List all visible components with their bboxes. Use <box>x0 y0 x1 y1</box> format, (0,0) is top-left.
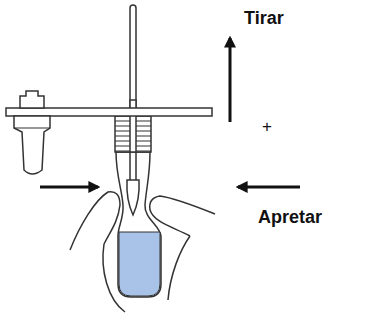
plus-sign: + <box>262 118 272 137</box>
swab-tip <box>127 180 139 215</box>
tube-body <box>116 152 161 297</box>
pull-arrow <box>229 38 232 122</box>
right-finger <box>150 196 215 236</box>
cap-top <box>20 91 44 108</box>
hand-palm <box>103 236 190 312</box>
squeeze-arrow-right <box>238 186 300 189</box>
left-thumb <box>70 192 120 250</box>
cap-strip <box>6 108 212 116</box>
liquid <box>119 232 160 296</box>
cap-ring <box>14 127 50 128</box>
action-label: Tirar <box>244 9 284 29</box>
action-label: Apretar <box>258 208 322 228</box>
squeeze-arrow-left <box>40 186 98 189</box>
cap-plug <box>14 116 50 174</box>
swab-stick <box>130 5 136 195</box>
